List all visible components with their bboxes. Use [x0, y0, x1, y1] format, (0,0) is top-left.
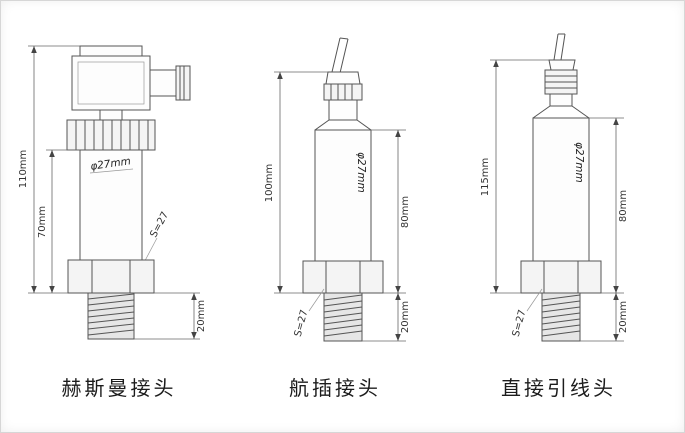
thread-length-label: 20mm	[618, 301, 629, 333]
threaded-stud	[87, 292, 135, 340]
figure-aviation-plug: φ27mm	[230, 10, 440, 401]
diameter-label: φ27mm	[90, 155, 132, 173]
dimension-body-height: 80mm	[371, 129, 411, 294]
figure-hirschmann: φ27mm S=27	[14, 10, 224, 401]
hex-nut	[302, 260, 384, 294]
dimension-thread-length: 20mm	[580, 293, 629, 342]
thread-length-label: 20mm	[196, 300, 207, 332]
spanner-annotation: S=27	[293, 288, 325, 338]
sensor-body	[79, 149, 143, 261]
dimension-overall-height: 110mm	[18, 45, 80, 294]
hex-nut	[520, 260, 602, 294]
diameter-label: φ27mm	[355, 152, 367, 193]
diameter-annotation: φ27mm	[90, 155, 134, 174]
dimension-body-height: 70mm	[37, 149, 80, 293]
direct-lead-sensor-drawing: φ27mm	[480, 33, 629, 342]
plug-head	[314, 71, 372, 131]
dimension-thread-length: 20mm	[362, 293, 411, 342]
dimension-body-height: 80mm	[589, 117, 629, 294]
hirschmann-sensor-drawing: φ27mm S=27	[18, 45, 207, 340]
figure-caption: 直接引线头	[501, 378, 616, 400]
hirschmann-connector-head	[71, 45, 191, 121]
thread-length-label: 20mm	[400, 301, 411, 333]
overall-height-label: 110mm	[18, 150, 29, 189]
overall-height-label: 100mm	[264, 164, 275, 203]
body-height-label: 80mm	[618, 190, 629, 222]
figure-caption: 赫斯曼接头	[61, 378, 177, 400]
hex-nut	[67, 259, 155, 294]
figures-row: φ27mm S=27	[14, 10, 671, 433]
cable-gland	[532, 59, 590, 119]
dimension-thread-length: 20mm	[134, 292, 207, 340]
sensor-body: φ27mm	[314, 129, 372, 262]
cable	[553, 33, 566, 61]
threaded-stud	[541, 292, 581, 342]
sensor-body: φ27mm	[532, 117, 590, 262]
spanner-annotation: S=27	[511, 288, 543, 338]
overall-height-label: 115mm	[480, 158, 491, 197]
spanner-label: S=27	[293, 309, 311, 338]
cable	[331, 37, 349, 74]
figure-caption: 航插接头	[289, 378, 381, 400]
spanner-label: S=27	[511, 309, 529, 338]
aviation-plug-sensor-drawing: φ27mm	[264, 37, 411, 342]
knurled-locking-nut	[66, 119, 156, 151]
spanner-label: S=27	[148, 210, 171, 239]
dimension-overall-height: 115mm	[480, 59, 549, 294]
dimension-overall-height: 100mm	[264, 71, 328, 294]
body-height-label: 70mm	[37, 206, 48, 238]
threaded-stud	[323, 292, 363, 342]
body-height-label: 80mm	[400, 196, 411, 228]
diameter-label: φ27mm	[573, 142, 585, 183]
figure-direct-lead: φ27mm	[446, 10, 671, 401]
